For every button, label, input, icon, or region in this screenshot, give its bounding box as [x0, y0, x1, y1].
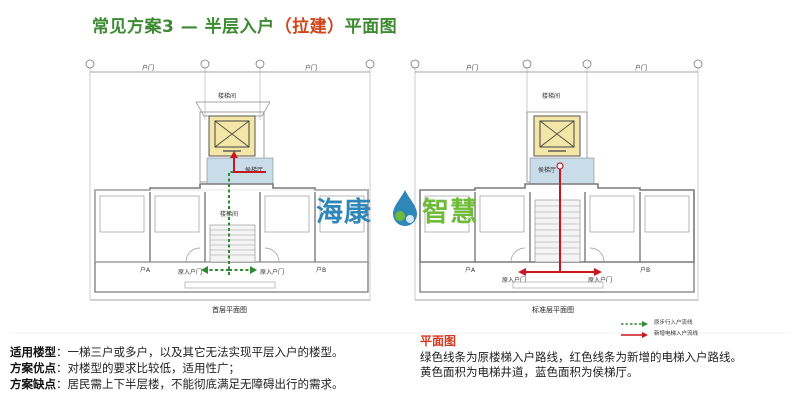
title-accent: （拉建） — [274, 17, 345, 37]
standard-floor-plan: 户门 户门 楼梯间 侯梯厅 户A 户B 原入户门 原入户门 — [410, 59, 703, 314]
applicable-type-text: ：一梯三户或多户，以及其它无法实现平层入户的楼型。 — [56, 345, 344, 359]
water-drop-icon — [393, 190, 417, 226]
ground-floor-caption: 首层平面图 — [212, 305, 247, 314]
disadvantages-text: ：居民需上下半层楼，不能彻底满足无障碍出行的需求。 — [56, 377, 344, 391]
entry-label-4: 原入户门 — [588, 276, 612, 284]
entry-label-3: 原入户门 — [502, 276, 526, 284]
legend-red-item: 新增电梯入户流线 — [620, 329, 698, 340]
entry-label-1: 原入户门 — [178, 268, 202, 276]
red-arrow-icon — [621, 331, 648, 338]
title-suffix: 平面图 — [344, 17, 398, 37]
applicable-type-row: 适用楼型：一梯三户或多户，以及其它无法实现平层入户的楼型。 — [10, 344, 344, 360]
standard-floor-caption: 标准层平面图 — [532, 305, 574, 314]
unit-door-left-2: 户A — [465, 266, 476, 274]
applicable-type-label: 适用楼型 — [10, 345, 56, 359]
ground-floor-plan: 户门 户门 楼梯间 侯梯厅 楼梯间 户A 户B 原入户门 原入户门 — [85, 59, 375, 314]
scheme-description: 适用楼型：一梯三户或多户，以及其它无法实现平层入户的楼型。 方案优点：对楼型的要… — [10, 344, 344, 392]
stair-top-label-2: 楼梯间 — [542, 92, 560, 100]
route-legend: 原步行入户流线 新增电梯入户流线 — [620, 318, 698, 340]
elevator-car-icon — [208, 115, 256, 157]
green-route-line — [228, 171, 246, 275]
dim-label-right: 户门 — [305, 64, 317, 72]
unit-door-right-2: 户B — [640, 266, 650, 274]
waiting-hall-2 — [529, 157, 595, 185]
watermark-logo: 海康 智慧 — [316, 186, 496, 230]
title-main: 常见方案3 — 半层入户 — [92, 17, 275, 37]
disadvantages-row: 方案缺点：居民需上下半层楼，不能彻底满足无障碍出行的需求。 — [10, 376, 344, 392]
plan-notes-heading: 平面图 — [420, 334, 457, 348]
waiting-hall-label: 侯梯厅 — [245, 166, 263, 174]
advantages-label: 方案优点 — [10, 361, 56, 375]
advantages-text: ：对楼型的要求比较低，适用性广； — [56, 361, 240, 375]
unit-door-right: 户B — [316, 266, 326, 274]
watermark-right-text: 智慧 — [422, 197, 478, 228]
dim-label-left-2: 户门 — [466, 64, 478, 72]
waiting-hall-label-2: 侯梯厅 — [538, 166, 556, 174]
dim-label-right-2: 户门 — [635, 64, 647, 72]
legend-green-item: 原步行入户流线 — [620, 318, 698, 329]
page-title: 常见方案3 — 半层入户（拉建）平面图 — [92, 12, 397, 37]
unit-door-left: 户A — [140, 266, 151, 274]
legend-green-label: 原步行入户流线 — [654, 320, 693, 326]
disadvantages-label: 方案缺点 — [10, 377, 56, 391]
legend-red-label: 新增电梯入户流线 — [654, 331, 699, 337]
green-dashed-arrow-icon — [621, 320, 648, 327]
dim-label-left: 户门 — [142, 64, 154, 72]
plan-notes: 平面图 绿色线条为原楼梯入户路线，红色线条为新增的电梯入户路线。 黄色面积为电梯… — [420, 334, 742, 381]
watermark-left-text: 海康 — [316, 197, 372, 228]
stair-top-label: 楼梯间 — [218, 92, 236, 100]
elevator-car-icon-2 — [533, 115, 581, 157]
entry-label-2: 原入户门 — [260, 268, 284, 276]
red-route-line — [233, 156, 266, 173]
advantages-row: 方案优点：对楼型的要求比较低，适用性广； — [10, 360, 344, 376]
plan-notes-line-2: 黄色面积为电梯井道，蓝色面积为侯梯厅。 — [420, 365, 639, 379]
plan-notes-line-1: 绿色线条为原楼梯入户路线，红色线条为新增的电梯入户路线。 — [420, 349, 742, 364]
